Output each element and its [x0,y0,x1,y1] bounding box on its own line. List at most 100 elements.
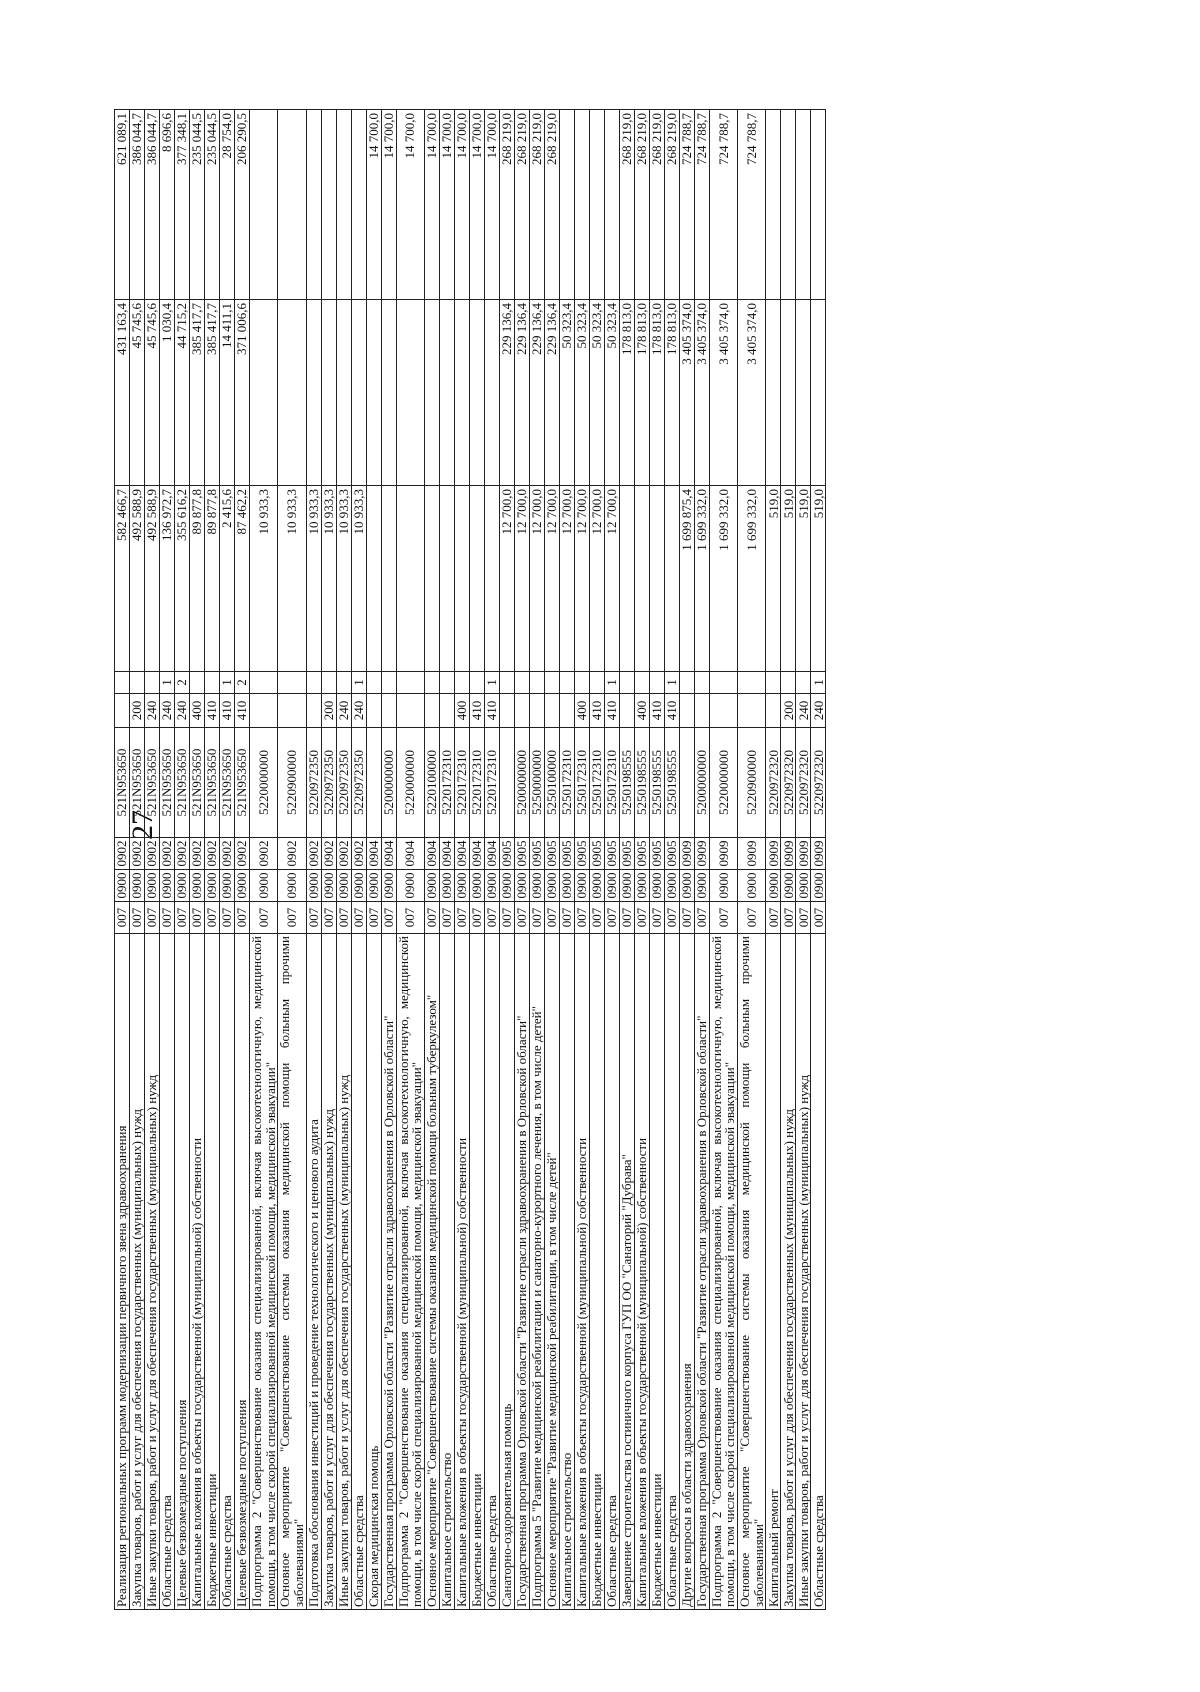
code-grbs: 007 [810,901,826,934]
row-name: Областные средства [219,933,235,1610]
table-body: Реализация региональных программ модерни… [114,109,826,1610]
code-target-article: 5250198555 [634,727,650,838]
code-expense-type [424,693,440,728]
code-subsection: 0905 [529,837,545,870]
code-section: 0900 [189,869,205,902]
code-grbs: 007 [529,901,545,934]
code-section: 0900 [439,869,455,902]
row-name: Бюджетные инвестиции [649,933,665,1610]
code-source [204,671,220,694]
code-target-article: 5200000000 [381,727,397,838]
row-name: Завершение строительства гостиничного ко… [619,933,635,1610]
amount-2: 50 323,4 [574,299,590,486]
amount-1 [664,485,680,672]
amount-1: 87 462,2 [234,485,250,672]
amount-2: 178 813,0 [649,299,665,486]
code-section: 0900 [159,869,175,902]
row-name: Закупка товаров, работ и услуг для обесп… [780,933,796,1610]
code-source: 2 [234,671,250,694]
code-subsection: 0909 [694,837,710,870]
code-grbs: 007 [234,901,250,934]
amount-3: 206 290,5 [234,109,250,300]
code-target-article [366,727,382,838]
code-subsection: 0909 [737,837,766,870]
code-section: 0900 [709,869,738,902]
code-target-article: 521N953650 [174,727,190,838]
code-target-article: 5220100000 [424,727,440,838]
code-subsection: 0905 [604,837,620,870]
code-grbs: 007 [454,901,470,934]
row-name: Целевые безвозмездные поступления [174,933,190,1610]
code-subsection: 0902 [249,837,278,870]
row-name: Капитальный ремонт [765,933,781,1610]
code-subsection: 0904 [424,837,440,870]
code-expense-type [249,693,278,728]
amount-1: 12 700,0 [559,485,575,672]
table-row: Капитальные вложения в объекты государст… [574,109,590,1610]
amount-2 [424,299,440,486]
table-row: Закупка товаров, работ и услуг для обесп… [129,109,145,1610]
code-expense-type: 410 [219,693,235,728]
code-subsection: 0902 [159,837,175,870]
table-row: Государственная программа Орловской обла… [694,109,710,1610]
code-subsection: 0902 [306,837,322,870]
code-subsection: 0909 [780,837,796,870]
amount-2: 229 136,4 [544,299,560,486]
code-section: 0900 [484,869,500,902]
row-name: Капитальные вложения в объекты государст… [634,933,650,1610]
code-subsection: 0902 [336,837,352,870]
code-target-article: 5220172310 [454,727,470,838]
code-expense-type [366,693,382,728]
amount-1: 10 933,3 [321,485,337,672]
amount-3: 14 700,0 [381,109,397,300]
code-source [469,671,485,694]
table-row: Закупка товаров, работ и услуг для обесп… [321,109,337,1610]
row-name: Бюджетные инвестиции [469,933,485,1610]
amount-1: 492 588,9 [129,485,145,672]
amount-2: 431 163,4 [114,299,130,486]
code-target-article: 5250100000 [544,727,560,838]
code-target-article: 5250172310 [589,727,605,838]
amount-2 [454,299,470,486]
code-grbs: 007 [219,901,235,934]
amount-1: 519,0 [780,485,796,672]
table-row: Подпрограмма 2 "Совершенствование оказан… [709,109,738,1610]
code-grbs: 007 [649,901,665,934]
code-grbs: 007 [336,901,352,934]
code-section: 0900 [604,869,620,902]
amount-3 [604,109,620,300]
code-target-article [679,727,695,838]
code-grbs: 007 [484,901,500,934]
code-source: 1 [604,671,620,694]
code-target-article: 5220972350 [321,727,337,838]
amount-1 [424,485,440,672]
amount-1 [439,485,455,672]
amount-3: 386 044,7 [144,109,160,300]
code-section: 0900 [589,869,605,902]
table-row: Подпрограмма 5 "Развитие медицинской реа… [529,109,545,1610]
amount-1: 1 699 875,4 [679,485,695,672]
amount-1: 355 616,2 [174,485,190,672]
code-subsection: 0909 [810,837,826,870]
code-section: 0900 [795,869,811,902]
code-grbs: 007 [499,901,515,934]
amount-1: 12 700,0 [574,485,590,672]
code-source [514,671,530,694]
amount-1: 519,0 [765,485,781,672]
code-expense-type: 200 [321,693,337,728]
code-subsection: 0904 [396,837,425,870]
table-row: Иные закупки товаров, работ и услуг для … [144,109,160,1610]
code-source: 1 [484,671,500,694]
row-name: Областные средства [484,933,500,1610]
amount-2: 3 405 374,0 [694,299,710,486]
code-source [529,671,545,694]
code-subsection: 0904 [439,837,455,870]
row-name: Закупка товаров, работ и услуг для обесп… [129,933,145,1610]
row-name: Областные средства [159,933,175,1610]
amount-1: 10 933,3 [336,485,352,672]
code-grbs: 007 [439,901,455,934]
